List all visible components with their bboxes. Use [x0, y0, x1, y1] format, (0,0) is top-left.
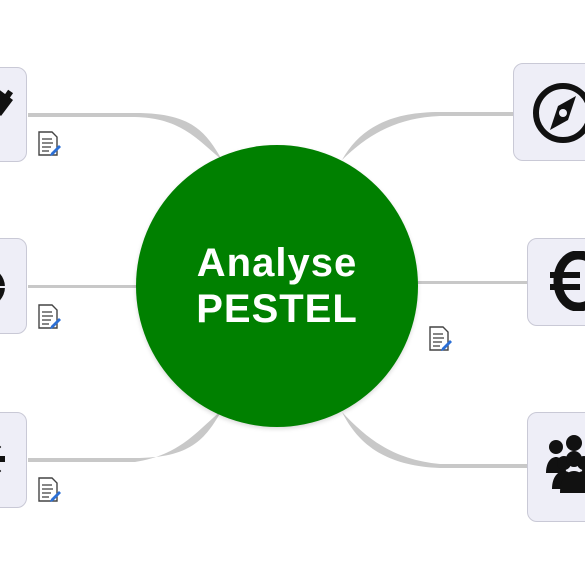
people-icon	[546, 435, 585, 493]
note-icon[interactable]	[37, 131, 61, 157]
note-icon[interactable]	[37, 304, 61, 330]
connector-right-bottom	[342, 412, 528, 468]
branch-node-left-bottom[interactable]	[0, 412, 27, 508]
note-icon[interactable]	[428, 326, 452, 352]
note-icon[interactable]	[37, 477, 61, 503]
globe-icon	[0, 273, 5, 301]
connector-right-middle	[416, 281, 528, 284]
connector-left-middle	[28, 285, 138, 288]
connector-right-top	[342, 112, 514, 160]
compass-icon	[533, 83, 585, 143]
branch-node-right-bottom[interactable]	[527, 412, 585, 522]
branch-node-left-top[interactable]	[0, 67, 27, 162]
political-icon	[0, 89, 14, 116]
gear-icon	[0, 442, 5, 476]
central-topic-line1: Analyse	[196, 241, 358, 285]
branch-node-right-top[interactable]	[513, 63, 585, 161]
branch-node-left-middle[interactable]	[0, 238, 27, 334]
central-topic[interactable]: Analyse PESTEL	[136, 145, 418, 427]
euro-icon	[550, 251, 585, 311]
central-topic-line2: PESTEL	[196, 287, 358, 331]
branch-node-right-middle[interactable]	[527, 238, 585, 326]
connector-left-bottom	[28, 410, 222, 462]
